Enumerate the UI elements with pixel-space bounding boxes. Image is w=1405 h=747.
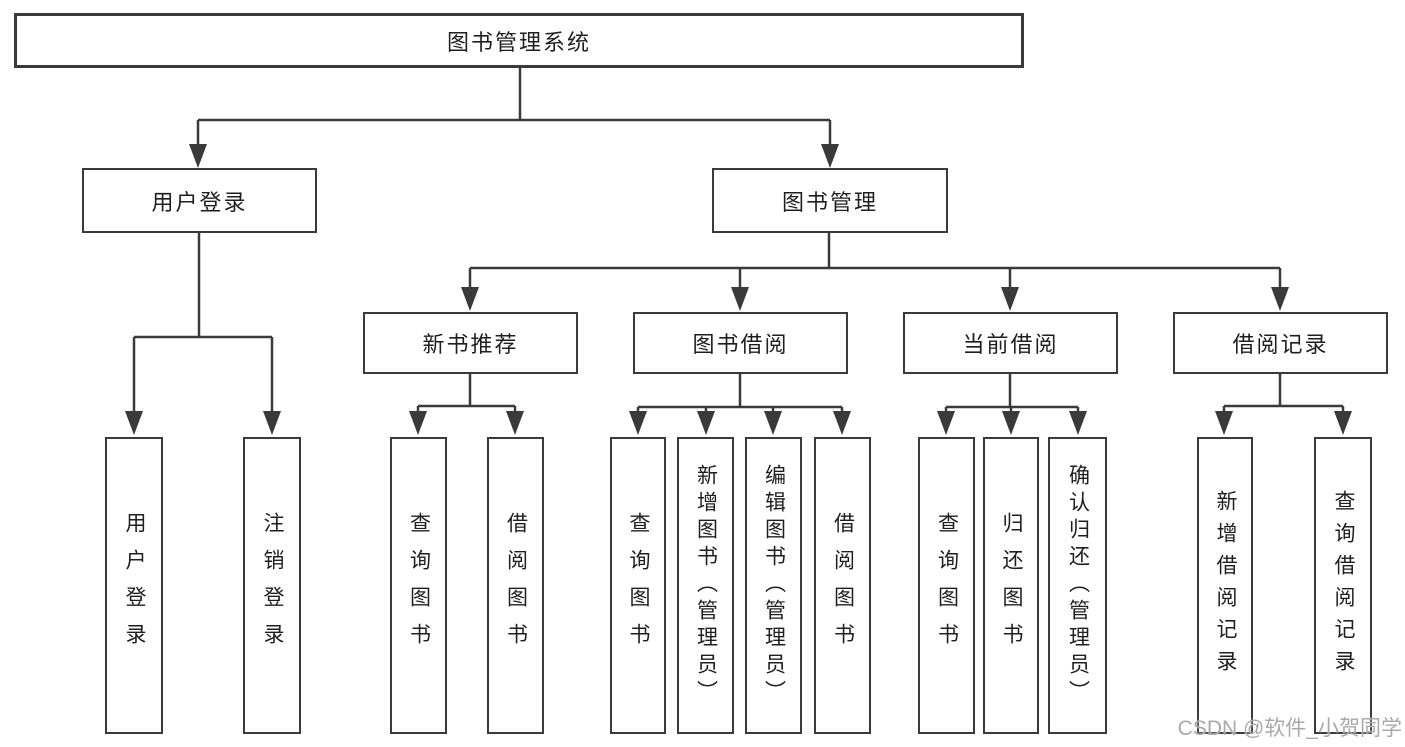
csdn-watermark: CSDN @软件_小贺同学 <box>1177 717 1402 740</box>
node-current-borrow: 当前借阅 <box>903 312 1118 374</box>
leaf-current-return-books-label: 归还图书 <box>1000 511 1023 660</box>
leaf-borrow-add-book-admin: 新增图书（管理员） <box>677 437 734 734</box>
leaf-current-return-books: 归还图书 <box>983 437 1039 734</box>
node-root: 图书管理系统 <box>14 13 1024 68</box>
leaf-borrow-add-book-admin-label: 新增图书（管理员） <box>694 464 718 707</box>
node-user-login: 用户登录 <box>82 168 317 233</box>
node-new-book-recommend-label: 新书推荐 <box>422 332 519 357</box>
node-root-label: 图书管理系统 <box>446 29 591 55</box>
leaf-logout: 注销登录 <box>243 437 301 734</box>
node-book-management: 图书管理 <box>712 168 948 233</box>
leaf-current-confirm-return-admin-label: 确认归还（管理员） <box>1066 464 1090 707</box>
leaf-borrow-edit-book-admin: 编辑图书（管理员） <box>745 437 802 734</box>
leaf-records-add-record: 新增借阅记录 <box>1197 437 1253 734</box>
node-user-login-label: 用户登录 <box>151 189 248 215</box>
node-new-book-recommend: 新书推荐 <box>363 312 578 374</box>
leaf-logout-label: 注销登录 <box>261 511 284 660</box>
leaf-borrow-borrow-books-label: 借阅图书 <box>831 511 855 660</box>
node-book-borrow-label: 图书借阅 <box>692 332 789 357</box>
node-book-borrow: 图书借阅 <box>633 312 848 374</box>
leaf-current-query-books-label: 查询图书 <box>935 511 959 660</box>
node-borrow-records-label: 借阅记录 <box>1232 332 1329 357</box>
leaf-user-login: 用户登录 <box>105 437 163 734</box>
leaf-user-login-label: 用户登录 <box>123 511 146 660</box>
leaf-records-query-record: 查询借阅记录 <box>1314 437 1372 734</box>
node-book-management-label: 图书管理 <box>781 189 878 215</box>
leaf-borrow-query-books-label: 查询图书 <box>627 511 650 660</box>
leaf-borrow-borrow-books: 借阅图书 <box>814 437 871 734</box>
leaf-current-query-books: 查询图书 <box>918 437 975 734</box>
arrowheads <box>125 144 1352 435</box>
node-borrow-records: 借阅记录 <box>1173 312 1388 374</box>
leaf-records-query-record-label: 查询借阅记录 <box>1332 489 1355 682</box>
leaf-current-confirm-return-admin: 确认归还（管理员） <box>1048 437 1107 734</box>
leaf-recommend-query-books: 查询图书 <box>390 437 447 734</box>
leaf-recommend-query-books-label: 查询图书 <box>407 511 431 660</box>
leaf-borrow-query-books: 查询图书 <box>610 437 666 734</box>
leaf-borrow-edit-book-admin-label: 编辑图书（管理员） <box>762 464 786 707</box>
node-current-borrow-label: 当前借阅 <box>962 332 1059 357</box>
leaf-recommend-borrow-books: 借阅图书 <box>487 437 544 734</box>
leaf-recommend-borrow-books-label: 借阅图书 <box>504 511 528 660</box>
leaf-records-add-record-label: 新增借阅记录 <box>1214 489 1237 682</box>
